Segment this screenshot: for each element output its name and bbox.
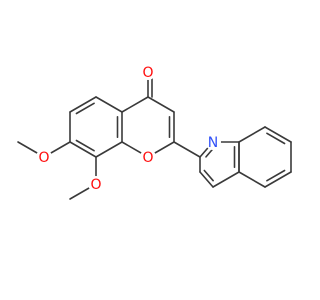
methoxy-oxygen-label-background (88, 176, 104, 192)
bond (147, 96, 175, 113)
bond (199, 171, 214, 188)
chemical-structure-diagram: O O O O N (17, 64, 292, 200)
ring-oxygen-label: O (142, 150, 153, 166)
bond (121, 96, 149, 113)
quinoline-nitrogen-label-background (205, 134, 221, 150)
bond (173, 141, 201, 158)
bond (212, 171, 240, 188)
carbonyl-oxygen-label-background (140, 64, 156, 80)
double-bond-inner (203, 169, 214, 182)
bond (264, 171, 292, 188)
methoxy-oxygen-label: O (38, 150, 49, 166)
bond (264, 126, 292, 143)
bond (95, 141, 123, 158)
double-bond-inner (75, 139, 95, 152)
methoxy-oxygen-label-background (36, 149, 52, 165)
bond (95, 96, 123, 113)
carbonyl-oxygen-label: O (142, 65, 153, 81)
double-bond-inner (75, 102, 95, 115)
ring-oxygen-label-background (140, 149, 156, 165)
double-bond-inner (266, 169, 286, 182)
methoxy-oxygen-label: O (90, 177, 101, 193)
quinoline-nitrogen-label: N (208, 135, 218, 151)
bond (238, 171, 266, 188)
bond (69, 141, 97, 158)
bond (69, 96, 97, 113)
bond (238, 126, 266, 143)
double-bond-inner (266, 132, 286, 145)
